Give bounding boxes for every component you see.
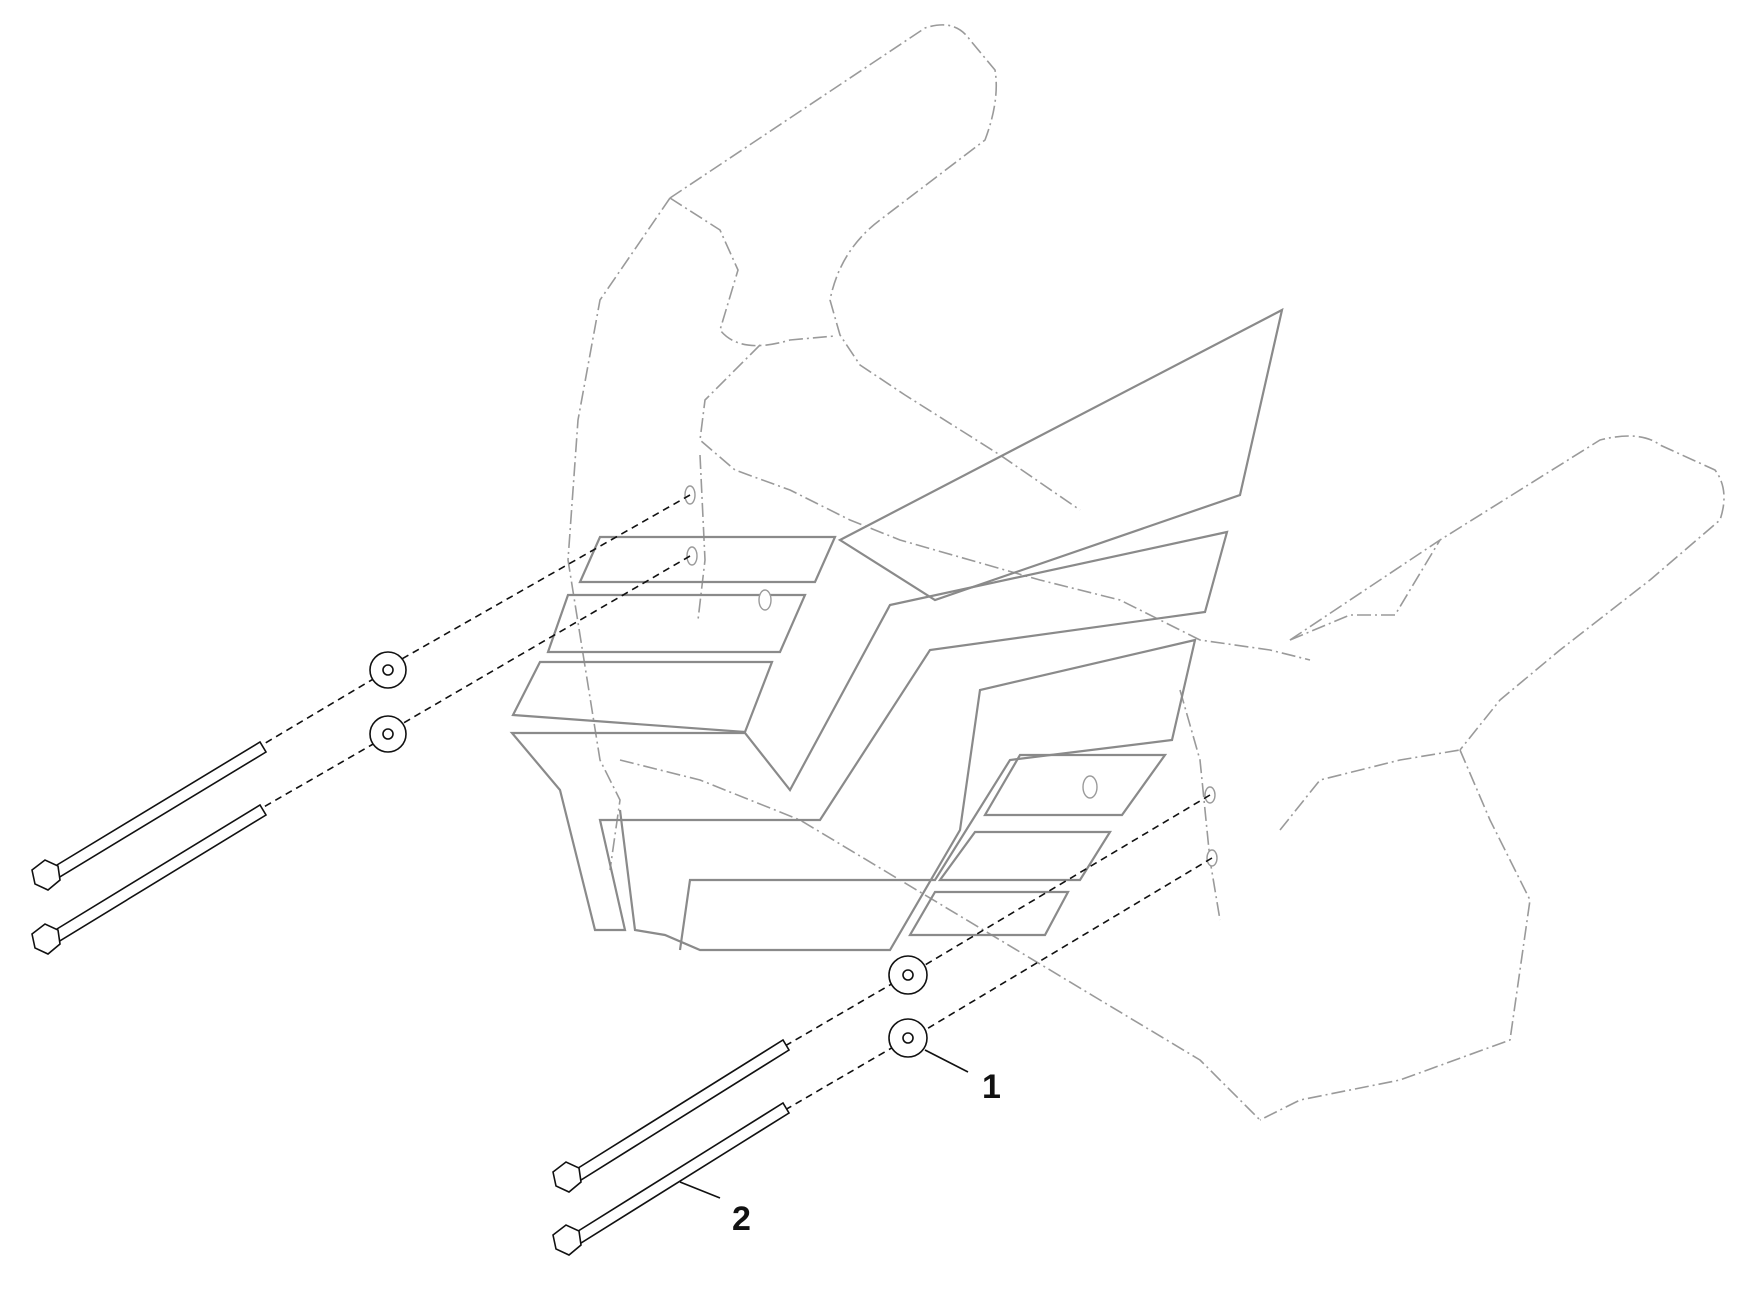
phantom-upper-arm	[669, 24, 1081, 511]
phantom-mount-flange	[1179, 689, 1221, 921]
phantom-mid-body	[699, 344, 1311, 661]
bolt-shank	[573, 1101, 791, 1245]
alignment-line	[784, 1045, 896, 1111]
mount-hole-upper-3	[758, 589, 772, 611]
washer-bore	[902, 969, 914, 981]
bolt-shank	[50, 740, 268, 880]
callout-2: 2	[679, 1181, 751, 1238]
decal-right-bar-2	[937, 830, 1112, 882]
phantom-right-arm	[1289, 435, 1725, 751]
phantom-lower-body	[619, 759, 1261, 1121]
alignment-line	[399, 494, 691, 661]
washer-bore	[382, 728, 394, 740]
alignment-line	[924, 857, 1213, 1031]
callout-label: 2	[732, 1200, 751, 1238]
alignment-line	[261, 742, 376, 809]
decal-chevron-upper	[509, 530, 1229, 932]
phantom-upper-arm-inner	[669, 197, 836, 347]
bolt-head	[31, 859, 61, 891]
decal-chevron-lower	[618, 638, 1197, 952]
mount-hole-upper-2	[686, 546, 698, 566]
leader-line	[924, 1049, 969, 1073]
alignment-line	[399, 555, 691, 726]
phantom-mount-edge	[697, 454, 706, 621]
decal-left-bar-2	[546, 593, 807, 654]
decal-left-bar-3	[511, 660, 774, 734]
callout-label: 1	[982, 1068, 1001, 1106]
phantom-right-lower	[1279, 749, 1461, 831]
bolt-shank	[50, 803, 268, 944]
alignment-line	[784, 981, 896, 1047]
bolt-shank	[573, 1038, 791, 1182]
bolt-head	[552, 1161, 582, 1193]
decal-right-bar-3	[908, 890, 1070, 937]
washer-bore	[382, 664, 394, 676]
decal-right-bar-1	[983, 753, 1168, 817]
bolt-head	[552, 1224, 582, 1256]
alignment-line	[924, 794, 1211, 966]
phantom-right-arm-inner	[1289, 539, 1441, 641]
decal-left-bar-1	[578, 535, 837, 584]
decal-stripes	[509, 307, 1284, 952]
fastener-set-lower-right	[552, 794, 1213, 1256]
mount-hole-right-1	[1082, 775, 1098, 799]
bolt-head	[31, 923, 61, 955]
phantom-left-body	[567, 197, 671, 871]
phantom-right-body	[1259, 749, 1531, 1121]
washer-bore	[902, 1032, 914, 1044]
leader-line	[679, 1181, 721, 1199]
callout-1: 1	[924, 1049, 1001, 1106]
alignment-line	[261, 677, 376, 746]
fastener-set-upper-left	[31, 494, 691, 955]
decal-upper-triangle	[837, 307, 1284, 602]
phantom-structure	[567, 24, 1725, 1121]
